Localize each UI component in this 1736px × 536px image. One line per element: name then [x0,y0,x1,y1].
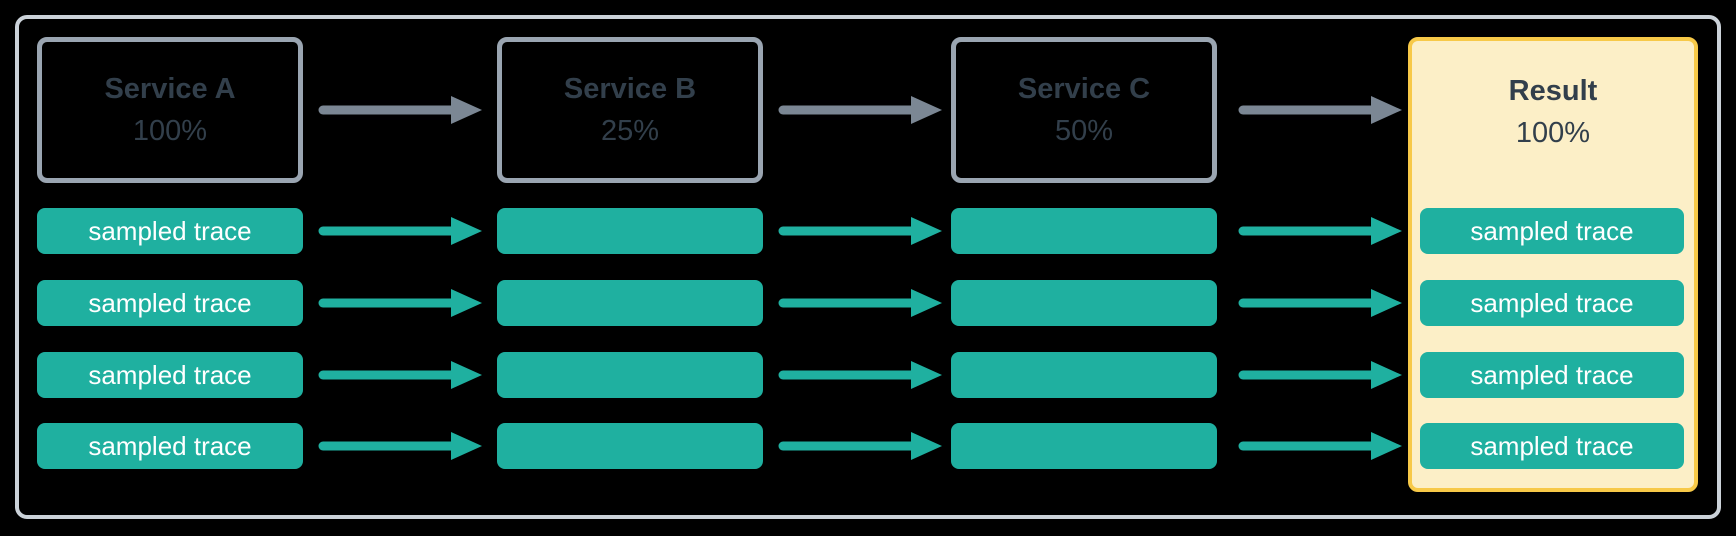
sampled-trace-label: sampled trace [88,287,252,318]
sampled-trace-box: sampled trace [1420,280,1684,326]
result-header: Result 100% [1412,41,1694,183]
result-box: Result 100% sampled trace sampled trace … [1408,37,1698,492]
trace-box [951,208,1217,254]
service-b-box: Service B 25% [497,37,763,183]
sampled-trace-box: sampled trace [37,352,303,398]
arrow-right-icon [317,94,483,126]
arrow-right-icon [777,287,943,319]
trace-box [497,352,763,398]
trace-box [497,423,763,469]
diagram-frame [15,15,1721,519]
sampled-trace-box: sampled trace [37,208,303,254]
trace-box [951,280,1217,326]
result-title: Result [1508,75,1598,107]
trace-box [497,280,763,326]
service-b-rate: 25% [600,115,660,147]
sampled-trace-label: sampled trace [88,430,252,461]
service-b-name: Service B [563,73,697,105]
sampled-trace-box: sampled trace [1420,208,1684,254]
service-c-box: Service C 50% [951,37,1217,183]
service-c-rate: 50% [1054,115,1114,147]
arrow-right-icon [1237,287,1403,319]
arrow-right-icon [777,215,943,247]
sampled-trace-label: sampled trace [1470,215,1634,246]
arrow-right-icon [777,430,943,462]
arrow-right-icon [317,287,483,319]
arrow-right-icon [1237,94,1403,126]
sampled-trace-label: sampled trace [88,359,252,390]
trace-box [951,352,1217,398]
trace-box [951,423,1217,469]
arrow-right-icon [317,430,483,462]
sampled-trace-label: sampled trace [88,215,252,246]
service-c-name: Service C [1017,73,1151,105]
sampled-trace-label: sampled trace [1470,430,1634,461]
service-a-box: Service A 100% [37,37,303,183]
service-a-name: Service A [104,73,236,105]
arrow-right-icon [777,359,943,391]
sampled-trace-label: sampled trace [1470,359,1634,390]
sampled-trace-label: sampled trace [1470,287,1634,318]
arrow-right-icon [777,94,943,126]
sampled-trace-box: sampled trace [1420,423,1684,469]
arrow-right-icon [317,215,483,247]
arrow-right-icon [1237,359,1403,391]
sampled-trace-box: sampled trace [1420,352,1684,398]
sampled-trace-box: sampled trace [37,423,303,469]
sampled-trace-box: sampled trace [37,280,303,326]
arrow-right-icon [317,359,483,391]
result-rate: 100% [1515,117,1591,149]
trace-box [497,208,763,254]
arrow-right-icon [1237,215,1403,247]
arrow-right-icon [1237,430,1403,462]
service-a-rate: 100% [132,115,208,147]
